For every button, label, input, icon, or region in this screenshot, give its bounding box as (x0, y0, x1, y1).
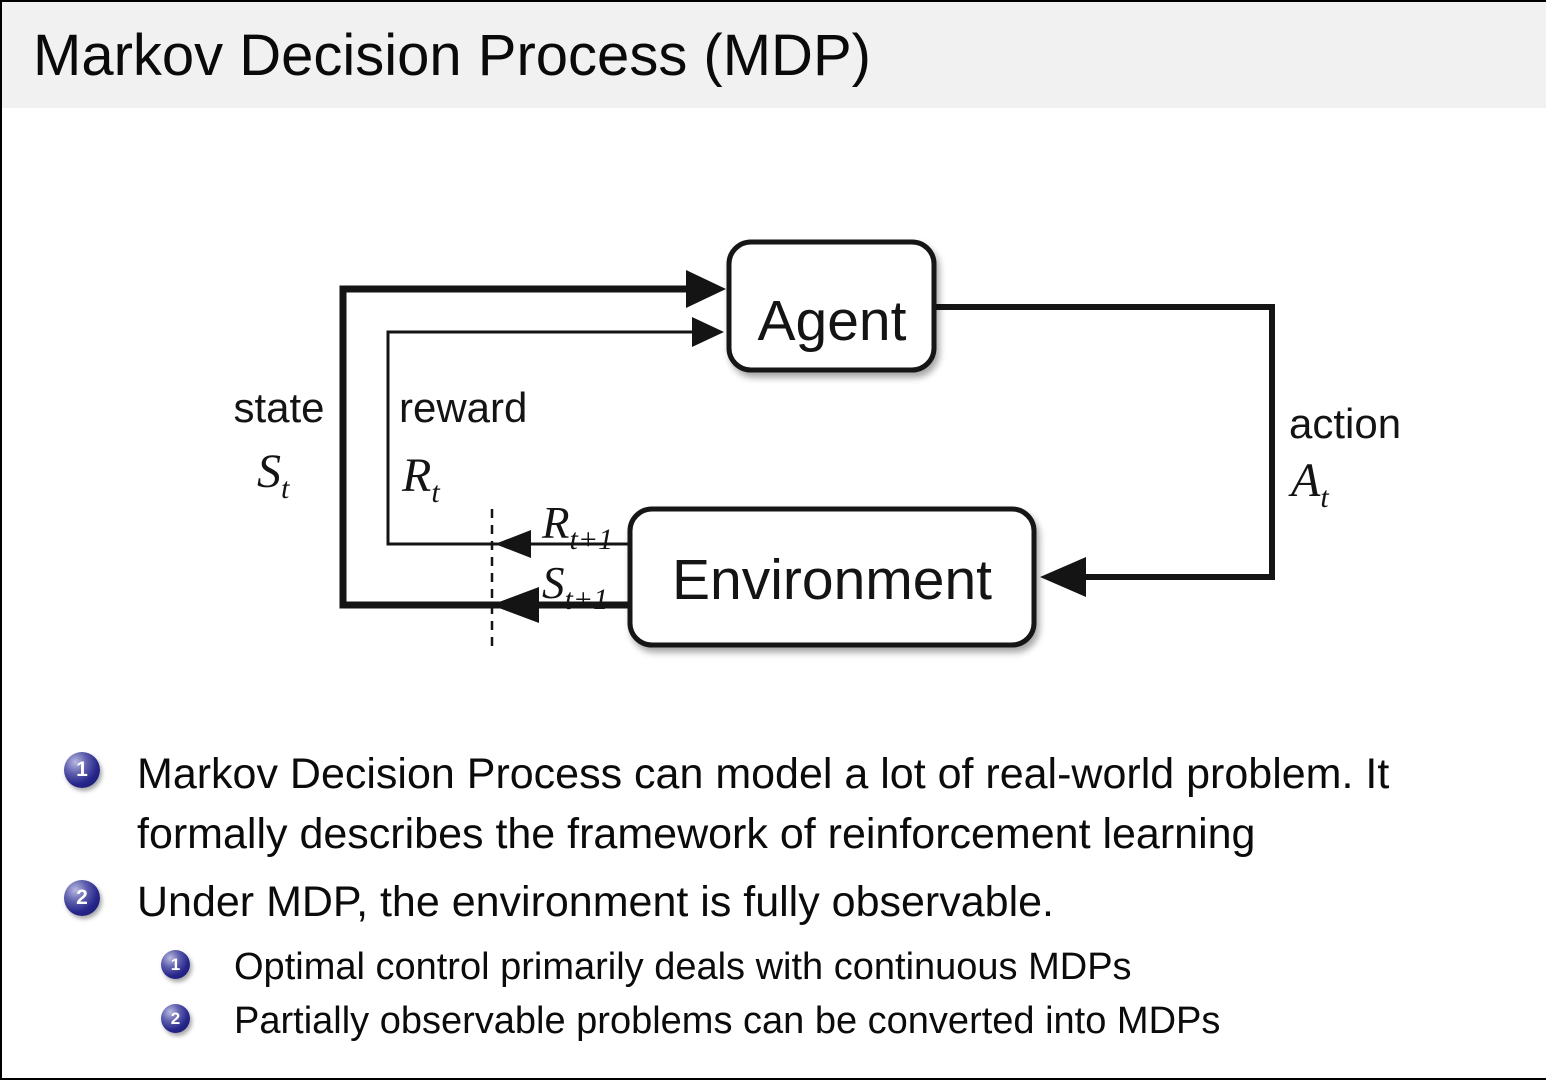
reward-symbol: Rt (401, 449, 440, 509)
reward-arrowhead-at-boundary (495, 530, 531, 558)
action-arrowhead-to-environment (1040, 557, 1086, 597)
title-bar: Markov Decision Process (MDP) (2, 2, 1546, 108)
bullet-number-badge-1: 1 (64, 752, 100, 788)
action-flow-line (934, 304, 1275, 580)
sub-bullet-text-2: Partially observable problems can be con… (234, 994, 1220, 1048)
bullet-text-2: Under MDP, the environment is fully obse… (137, 872, 1220, 1048)
reward-arrowhead-to-agent (692, 317, 724, 347)
mdp-diagram: Agent Environment state St reward Rt act… (233, 239, 1401, 649)
sub-bullet-text-1: Optimal control primarily deals with con… (234, 940, 1132, 994)
environment-box (627, 506, 1037, 648)
sub-bullet-item-2: 2 Partially observable problems can be c… (161, 994, 1220, 1048)
sub-bullet-number-badge-2: 2 (161, 1004, 190, 1033)
bullet-item-1: 1 Markov Decision Process can model a lo… (64, 744, 1524, 864)
state-arrowhead-at-boundary (491, 587, 539, 623)
action-label: action (1289, 400, 1401, 447)
sub-bullet-text-1-line: Optimal control primarily deals with con… (234, 946, 1132, 988)
sub-bullet-text-2-line: Partially observable problems can be con… (234, 1000, 1221, 1042)
state-arrowhead-to-agent (686, 270, 726, 308)
bullet-item-2: 2 Under MDP, the environment is fully ob… (64, 872, 1524, 1048)
environment-label: Environment (672, 548, 992, 612)
agent-label: Agent (758, 289, 907, 353)
state-label: state (233, 384, 324, 431)
agent-box (726, 239, 937, 373)
sub-bullet-list: 1 Optimal control primarily deals with c… (137, 940, 1220, 1048)
bullet-list: 1 Markov Decision Process can model a lo… (64, 744, 1524, 1048)
bullet-text-1-line-2: formally describes the framework of rein… (137, 810, 1256, 858)
next-reward-symbol: Rt+1 (541, 498, 613, 556)
bullet-text-1: Markov Decision Process can model a lot … (137, 744, 1389, 864)
action-symbol: At (1288, 454, 1329, 514)
sub-bullet-number-badge-1: 1 (161, 950, 190, 979)
bullet-number-badge-2: 2 (64, 880, 100, 916)
bullet-text-2-line-1: Under MDP, the environment is fully obse… (137, 878, 1054, 926)
bullet-text-1-line-1: Markov Decision Process can model a lot … (137, 750, 1390, 798)
slide-title: Markov Decision Process (MDP) (33, 22, 871, 88)
state-symbol: St (257, 445, 290, 505)
next-state-symbol: St+1 (542, 558, 608, 616)
state-flow-line (339, 285, 708, 609)
reward-label: reward (399, 384, 527, 431)
sub-bullet-item-1: 1 Optimal control primarily deals with c… (161, 940, 1220, 994)
